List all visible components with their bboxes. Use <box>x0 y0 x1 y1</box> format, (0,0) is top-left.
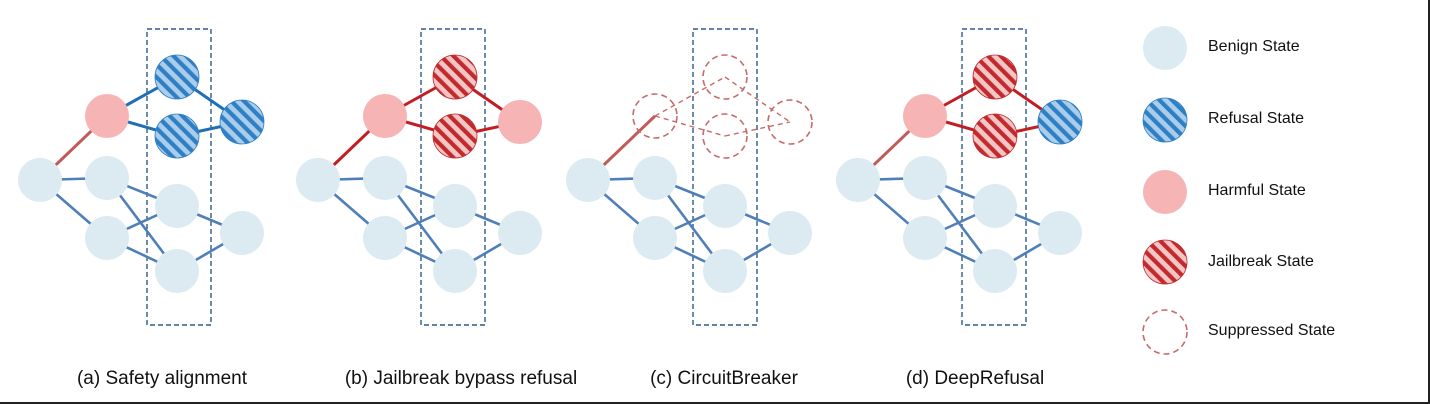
benign-state-node <box>85 216 129 260</box>
benign-state-node <box>566 158 610 202</box>
refusal-state-node <box>154 54 200 100</box>
layer-box <box>692 28 758 326</box>
suppressed-state-node <box>632 93 678 139</box>
panel-3 <box>566 28 813 326</box>
benign-state-node <box>363 216 407 260</box>
jailbreak-state-node <box>972 113 1018 159</box>
benign-state-node <box>433 184 477 228</box>
benign-state-node <box>903 156 947 200</box>
legend-swatch-jailbreak <box>1142 239 1188 285</box>
bottom-border <box>0 402 1430 404</box>
panel-1 <box>18 28 265 326</box>
jailbreak-state-node <box>972 54 1018 100</box>
harmful-state-node <box>85 94 129 138</box>
benign-state-node <box>768 211 812 255</box>
legend-swatch-benign <box>1143 26 1187 70</box>
benign-state-node <box>973 249 1017 293</box>
benign-state-node <box>155 249 199 293</box>
jailbreak-state-node <box>432 54 478 100</box>
caption-jailbreak-bypass-refusal: (b) Jailbreak bypass refusal <box>344 368 578 389</box>
benign-state-node <box>703 184 747 228</box>
legend-label-harmful: Harmful State <box>1208 182 1306 199</box>
legend-label-benign: Benign State <box>1208 38 1300 55</box>
harmful-state-node <box>498 100 542 144</box>
panel-2 <box>296 28 542 326</box>
benign-state-node <box>836 158 880 202</box>
layer-box <box>420 28 486 326</box>
benign-state-node <box>220 211 264 255</box>
caption-circuitbreaker: (c) CircuitBreaker <box>650 368 798 389</box>
panel-4 <box>836 28 1083 326</box>
edge <box>724 76 791 123</box>
legend-swatch-suppressed <box>1142 309 1188 355</box>
refusal-state-node <box>219 99 265 145</box>
benign-state-node <box>85 156 129 200</box>
edge <box>654 76 726 117</box>
refusal-state-node <box>154 113 200 159</box>
benign-state-node <box>633 216 677 260</box>
benign-state-node <box>363 156 407 200</box>
legend-label-refusal: Refusal State <box>1208 110 1305 127</box>
legend-label-suppressed: Suppressed State <box>1208 322 1336 339</box>
caption-safety-alignment: (a) Safety alignment <box>76 368 248 389</box>
legend-label-jailbreak: Jailbreak State <box>1208 253 1314 270</box>
suppressed-state-node <box>702 54 748 100</box>
caption-deeprefusal: (d) DeepRefusal <box>905 368 1045 389</box>
benign-state-node <box>296 158 340 202</box>
suppressed-state-node <box>702 113 748 159</box>
legend-swatch-harmful <box>1143 170 1187 214</box>
harmful-state-node <box>903 94 947 138</box>
legend-swatch-refusal <box>1142 97 1188 143</box>
benign-state-node <box>903 216 947 260</box>
suppressed-state-node <box>767 99 813 145</box>
harmful-state-node <box>363 94 407 138</box>
benign-state-node <box>633 156 677 200</box>
layer-box <box>146 28 212 326</box>
benign-state-node <box>155 184 199 228</box>
layer-box <box>961 28 1027 326</box>
benign-state-node <box>433 249 477 293</box>
benign-state-node <box>18 158 62 202</box>
benign-state-node <box>1038 211 1082 255</box>
right-border <box>1428 0 1430 404</box>
edge <box>724 121 791 137</box>
benign-state-node <box>703 249 747 293</box>
jailbreak-state-node <box>432 113 478 159</box>
benign-state-node <box>973 184 1017 228</box>
benign-state-node <box>498 211 542 255</box>
refusal-state-node <box>1037 99 1083 145</box>
edge <box>654 115 726 137</box>
